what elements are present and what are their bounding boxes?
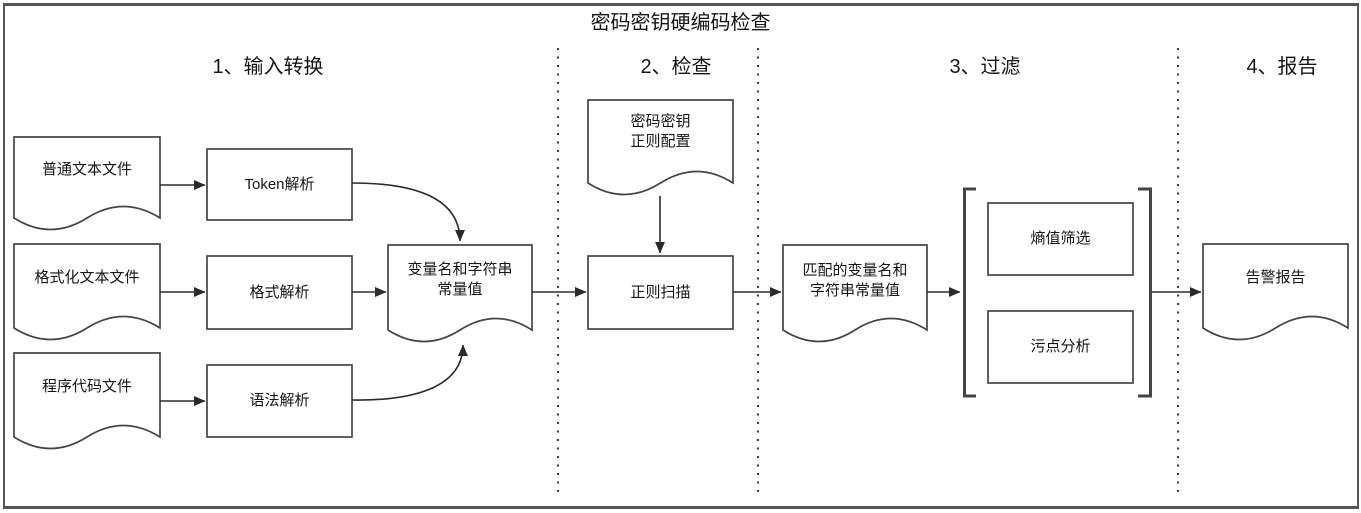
taint-analysis-label: 污点分析	[1030, 338, 1091, 355]
format-parse-label: 格式解析	[249, 283, 310, 301]
diagram-border	[3, 3, 1359, 509]
entropy-filter-label: 熵值筛选	[1030, 230, 1091, 247]
var-string-values-label: 变量名和字符串 常量值	[407, 261, 513, 298]
arrow-syntaxparse-to-varstring	[351, 344, 468, 401]
diagram-title: 密码密钥硬编码检查	[590, 12, 771, 34]
plain-text-file-label: 普通文本文件	[41, 161, 132, 178]
arrow-tokenparse-to-varstring	[351, 182, 465, 242]
formatted-text-file-label: 格式化文本文件	[34, 269, 140, 286]
syntax-parse-box	[206, 364, 353, 438]
left-bracket	[963, 187, 976, 398]
formatted-text-file-shape	[13, 243, 161, 341]
section-header-check: 2、检查	[640, 56, 712, 78]
syntax-parse-label: 语法解析	[249, 392, 310, 409]
alert-report-label: 告警报告	[1245, 269, 1306, 286]
regex-config-shape	[587, 99, 734, 196]
section-header-report: 4、报告	[1246, 56, 1318, 78]
token-parse-box	[206, 148, 353, 221]
regex-scan-label: 正则扫描	[630, 283, 691, 301]
matched-values-label: 匹配的变量名和 字符串常量值	[802, 262, 908, 299]
alert-report-shape	[1202, 243, 1349, 341]
section-header-filter: 3、过滤	[949, 56, 1021, 78]
section-header-input-conversion: 1、输入转换	[212, 56, 324, 78]
program-code-file-label: 程序代码文件	[41, 378, 132, 395]
matched-values-shape	[782, 244, 928, 343]
taint-analysis-box	[987, 310, 1134, 384]
format-parse-box	[206, 255, 353, 330]
var-string-values-shape	[387, 244, 533, 343]
token-parse-label: Token解析	[244, 175, 315, 193]
right-bracket	[1138, 187, 1152, 398]
entropy-filter-box	[987, 202, 1134, 276]
regex-config-label: 密码密钥 正则配置	[630, 113, 691, 150]
plain-text-file-shape	[13, 136, 161, 231]
program-code-file-shape	[13, 352, 161, 450]
